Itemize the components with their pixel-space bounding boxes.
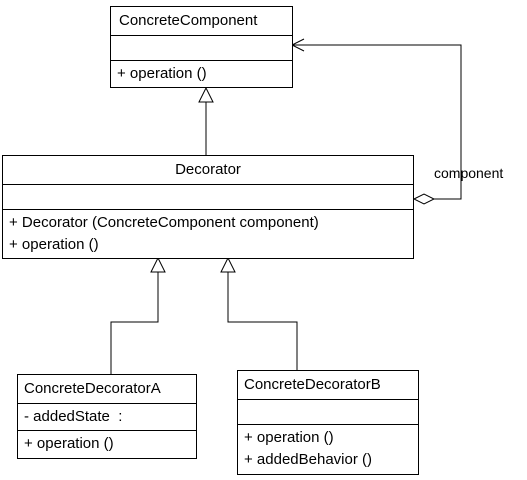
generalization-decorator-a-line	[110, 272, 159, 374]
attribute: - addedState :	[24, 408, 123, 425]
class-name: Decorator	[175, 161, 241, 178]
class-concrete-component[interactable]: ConcreteComponent + operation ()	[110, 6, 293, 88]
generalization-decorator-b-arrowhead	[220, 256, 236, 273]
operation: + operation ()	[9, 236, 99, 253]
aggregation-diamond	[412, 193, 436, 205]
attribute-compartment	[238, 399, 418, 424]
generalization-decorator-b-line	[227, 272, 298, 370]
operation-compartment: + operation ()	[18, 430, 196, 458]
operation: + Decorator (ConcreteComponent component…	[9, 214, 319, 231]
class-name: ConcreteDecoratorA	[24, 380, 161, 397]
operation: + operation ()	[117, 65, 207, 82]
class-decorator[interactable]: Decorator + Decorator (ConcreteComponent…	[2, 155, 414, 259]
operation-compartment: + operation () + addedBehavior ()	[238, 424, 418, 474]
class-concrete-decorator-b[interactable]: ConcreteDecoratorB + operation () + adde…	[237, 370, 419, 475]
operation: + operation ()	[24, 435, 114, 452]
association-label-component: component	[434, 165, 504, 181]
attribute-compartment	[111, 35, 292, 60]
operation-compartment: + Decorator (ConcreteComponent component…	[3, 209, 413, 258]
class-name: ConcreteComponent	[119, 12, 258, 29]
generalization-decorator-a-arrowhead	[150, 256, 166, 273]
class-name: ConcreteDecoratorB	[244, 376, 381, 393]
operation-compartment: + operation ()	[111, 60, 292, 87]
generalization-decorator-arrowhead	[198, 86, 214, 103]
attribute-compartment	[3, 184, 413, 209]
aggregation-component-line	[292, 44, 462, 200]
class-concrete-decorator-a[interactable]: ConcreteDecoratorA - addedState : + oper…	[17, 374, 197, 459]
attribute-compartment: - addedState :	[18, 403, 196, 430]
operation: + addedBehavior ()	[244, 451, 372, 468]
operation: + operation ()	[244, 429, 334, 446]
